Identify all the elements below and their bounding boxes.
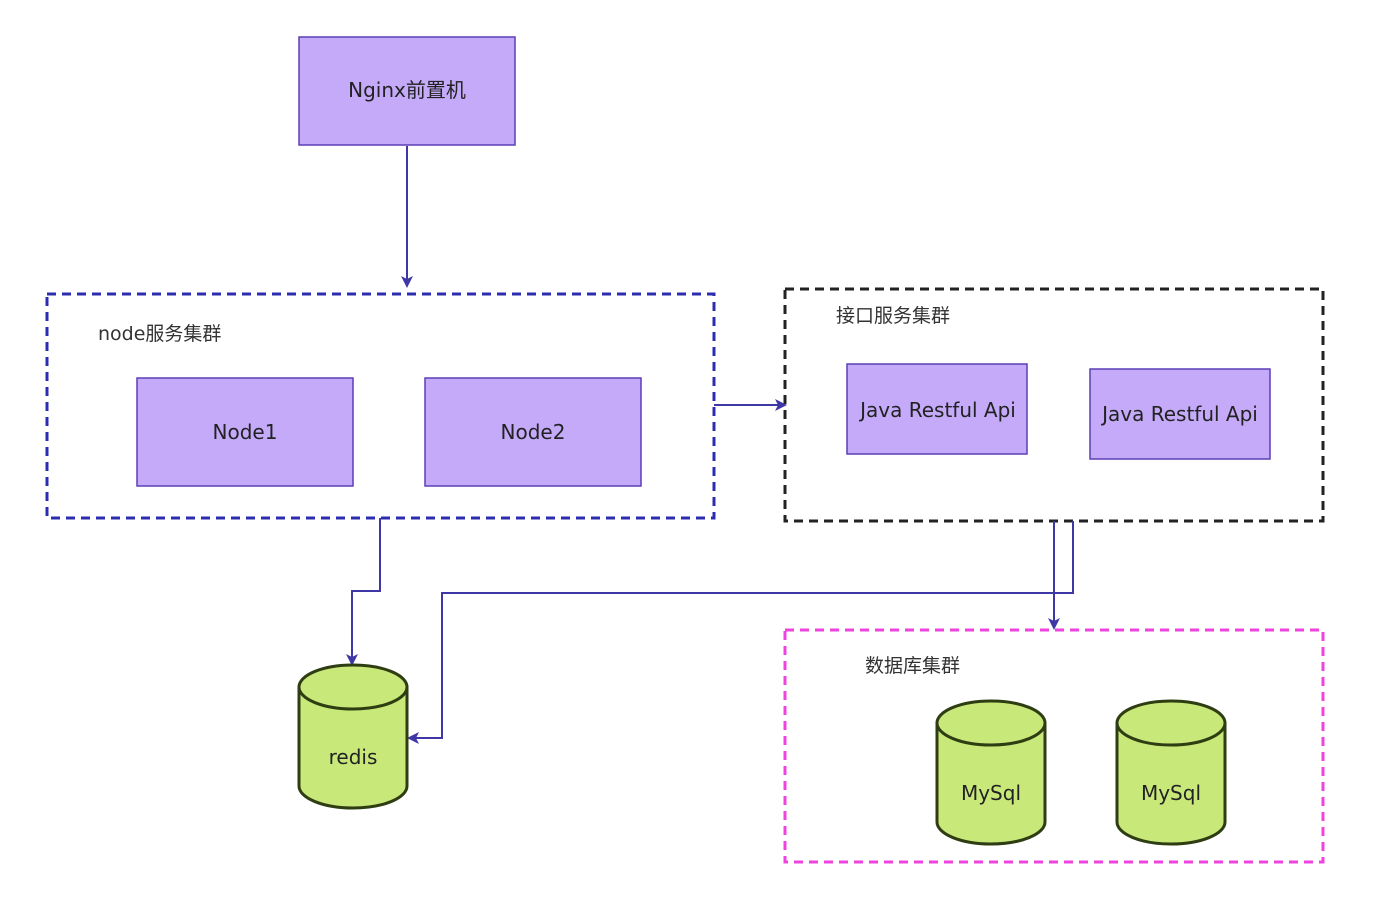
api1-box: Java Restful Api [846, 363, 1028, 455]
node1-box: Node1 [136, 377, 354, 487]
node2-box: Node2 [424, 377, 642, 487]
api2-label: Java Restful Api [1100, 402, 1258, 426]
nginx-label: Nginx前置机 [348, 78, 466, 102]
redis-label: redis [329, 745, 378, 769]
node-cluster-label: node服务集群 [98, 323, 221, 345]
db-cluster-group [783, 628, 1325, 864]
mysql1-cylinder: MySql [935, 699, 1047, 846]
edge-node-cluster-to-redis [346, 518, 381, 666]
api-cluster-label: 接口服务集群 [836, 305, 950, 327]
node2-label: Node2 [501, 420, 566, 444]
redis-cylinder: redis [297, 663, 409, 810]
mysql2-cylinder: MySql [1115, 699, 1227, 846]
db-cluster-label: 数据库集群 [865, 655, 960, 677]
mysql1-label: MySql [961, 781, 1021, 805]
node1-label: Node1 [213, 420, 278, 444]
node-cluster-group [45, 292, 716, 520]
api1-label: Java Restful Api [858, 398, 1016, 422]
mysql2-label: MySql [1141, 781, 1201, 805]
api2-box: Java Restful Api [1089, 368, 1271, 460]
nginx-box: Nginx前置机 [298, 36, 516, 146]
edge-api-cluster-to-redis [407, 521, 1074, 744]
